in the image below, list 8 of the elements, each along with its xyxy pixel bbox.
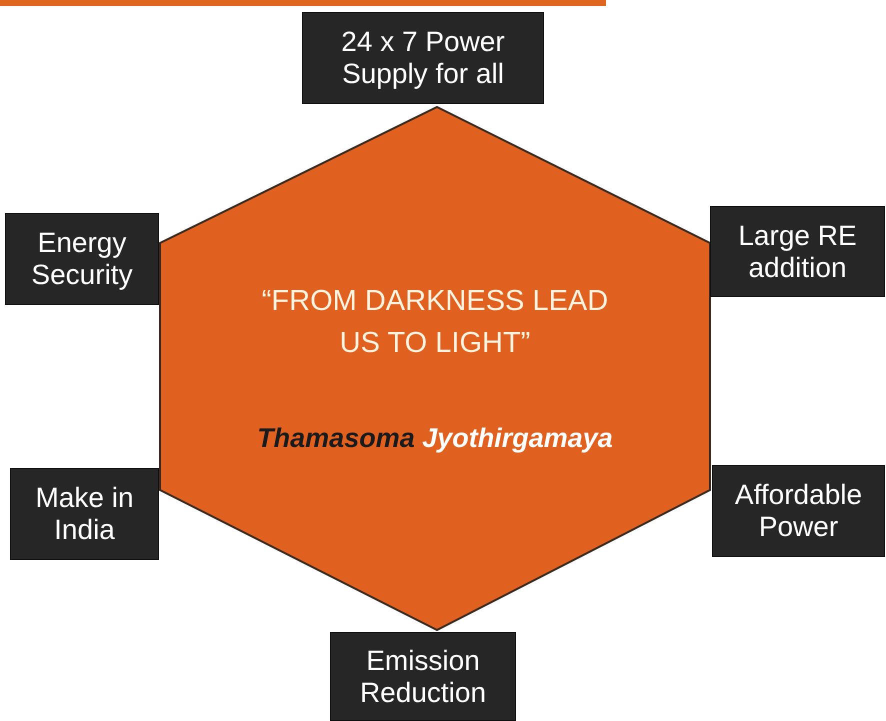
label-box: Large RE addition [710, 206, 885, 297]
label-box: Make in India [10, 468, 159, 560]
sanskrit-phrase: Thamasoma Jyothirgamaya [256, 423, 614, 454]
label-box: Affordable Power [712, 465, 885, 557]
label-box: Emission Reduction [330, 632, 516, 721]
quote-text: “FROM DARKNESS LEAD US TO LIGHT” [260, 284, 610, 361]
label-box: Energy Security [5, 213, 159, 305]
label-box: 24 x 7 Power Supply for all [302, 12, 544, 104]
